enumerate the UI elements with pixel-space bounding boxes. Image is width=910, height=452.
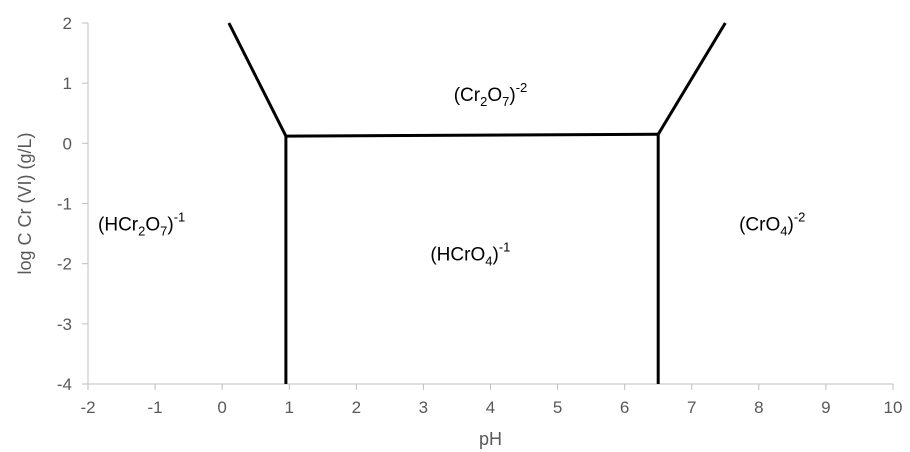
y-tick-label: -2 [57, 255, 72, 274]
formula-part: O [487, 85, 502, 106]
x-tick-label: 1 [285, 398, 294, 417]
boundary-line-5 [656, 22, 727, 136]
formula-part: O [145, 215, 160, 236]
x-tick-label: 4 [486, 398, 495, 417]
formula-charge-superscript: -2 [794, 210, 806, 225]
y-tick-label: -4 [57, 375, 72, 394]
formula-subscript: 2 [480, 94, 487, 109]
x-tick-label: -1 [148, 398, 163, 417]
formula-base: (HCr [98, 215, 139, 236]
x-tick-label: 2 [352, 398, 361, 417]
boundary-line-1 [227, 22, 288, 137]
region-label-cr2o7: (Cr2O7)-2 [454, 80, 528, 109]
x-tick-label: 7 [687, 398, 696, 417]
x-tick-label: 9 [821, 398, 830, 417]
y-axis-title: log C Cr (VI) (g/L) [15, 132, 35, 274]
formula-close: ) [509, 85, 515, 106]
y-tick-label: 2 [63, 14, 72, 33]
formula-charge-superscript: -1 [499, 240, 511, 255]
formula-base: (Cr [454, 85, 481, 106]
formula-close: ) [167, 215, 173, 236]
formula-subscript: 4 [780, 224, 787, 239]
x-tick-label: 8 [754, 398, 763, 417]
formula-subscript: 7 [502, 94, 509, 109]
formula-close: ) [492, 245, 498, 266]
boundary-lines [227, 22, 727, 384]
formula-subscript: 7 [160, 224, 167, 239]
formula-subscript: 4 [485, 254, 492, 269]
formula-charge-superscript: -1 [174, 210, 186, 225]
x-tick-label: -2 [80, 398, 95, 417]
formula-base: (HCrO [430, 245, 485, 266]
y-tick-label: 1 [63, 74, 72, 93]
x-tick-label: 5 [553, 398, 562, 417]
y-tick-label: -3 [57, 315, 72, 334]
boundary-line-3 [285, 132, 659, 138]
x-axis-title: pH [479, 429, 502, 449]
formula-base: (CrO [739, 215, 780, 236]
region-label-hcro4: (HCrO4)-1 [430, 240, 510, 269]
x-tick-label: 0 [217, 398, 226, 417]
region-label-cro4: (CrO4)-2 [739, 210, 805, 239]
region-label-hcr2o7: (HCr2O7)-1 [98, 210, 185, 239]
y-tick-label: -1 [57, 195, 72, 214]
region-labels: (Cr2O7)-2(HCr2O7)-1(HCrO4)-1(CrO4)-2 [98, 80, 805, 268]
x-tick-label: 3 [419, 398, 428, 417]
formula-subscript: 2 [138, 224, 145, 239]
x-tick-label: 6 [620, 398, 629, 417]
formula-close: ) [788, 215, 794, 236]
x-tick-label: 10 [884, 398, 903, 417]
y-tick-label: 0 [63, 134, 72, 153]
formula-charge-superscript: -2 [516, 80, 528, 95]
